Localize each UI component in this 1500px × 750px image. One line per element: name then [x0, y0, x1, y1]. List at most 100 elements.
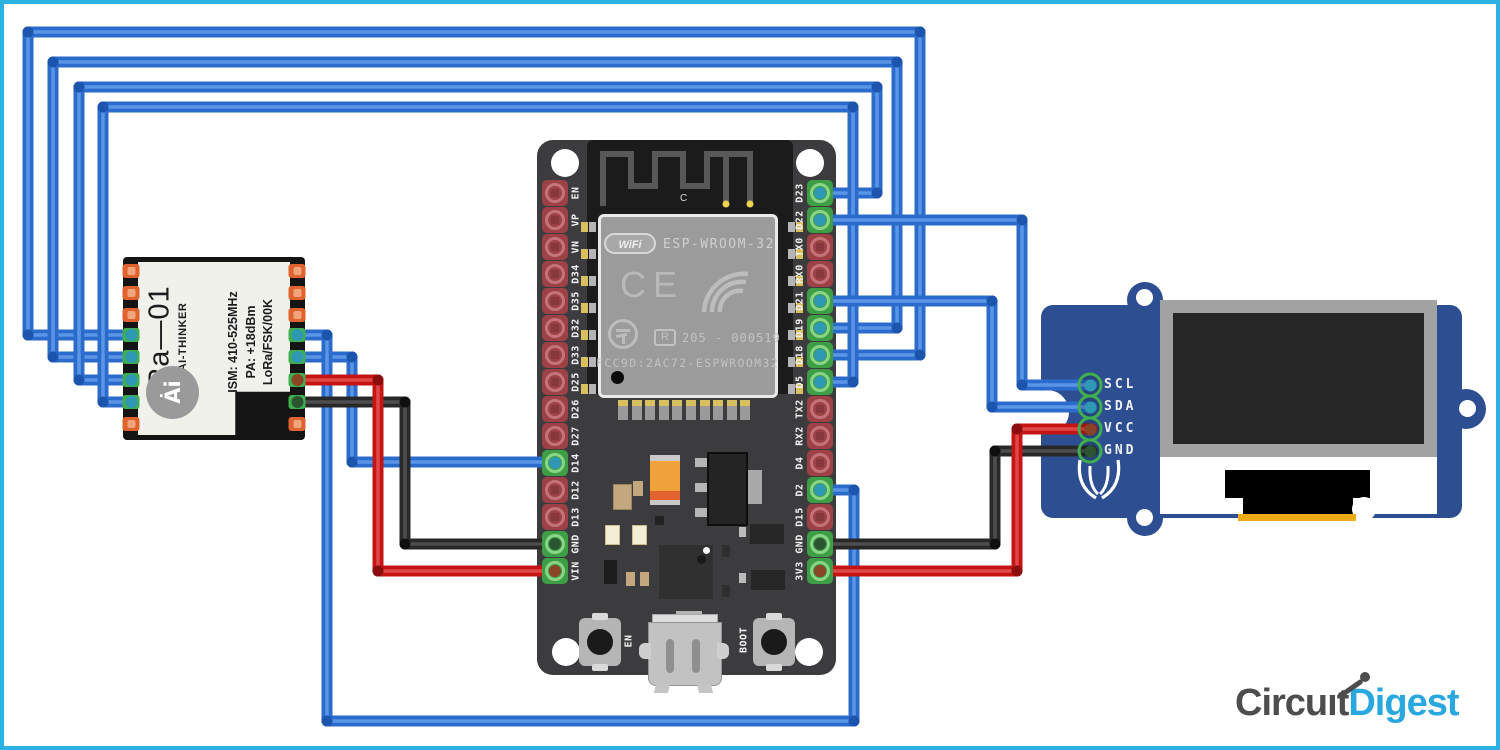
logo-pin-ball-icon: [1360, 672, 1370, 682]
esp32-pin-D14-left[interactable]: [542, 450, 568, 476]
capacitor: [613, 484, 632, 510]
esp32-pin-D19-right[interactable]: [807, 315, 833, 341]
esp32-pin-label-D21: D21: [794, 291, 806, 311]
esp32-pin-label-D18: D18: [794, 345, 806, 365]
lora-spec-pa: PA: +18dBm: [244, 305, 258, 379]
esp32-pin-D2-right[interactable]: [807, 477, 833, 503]
esp32-pin-VN-left[interactable]: [542, 234, 568, 260]
oled-pin-label-VCC: VCC: [1104, 421, 1137, 436]
shield-pin1-dot: [611, 371, 624, 384]
esp32-pin-VIN-left[interactable]: [542, 558, 568, 584]
lora-right-pad-3[interactable]: [288, 308, 306, 322]
lora-right-pad-7[interactable]: [288, 395, 306, 409]
esp32-pin-D5-right[interactable]: [807, 369, 833, 395]
wire-lora-right-pad-3-to-esp32-VIN[interactable]: [291, 374, 561, 577]
lora-left-pad-3[interactable]: [122, 308, 140, 322]
giteki-mark-icon: [608, 319, 638, 349]
esp32-pin-GND-right[interactable]: [807, 531, 833, 557]
lora-left-pad-1[interactable]: [122, 264, 140, 278]
cert-number-label: 205 - 000519: [682, 331, 781, 345]
esp32-pin-D21-right[interactable]: [807, 288, 833, 314]
module-pad: [581, 303, 588, 313]
esp32-pin-TX2-right[interactable]: [807, 396, 833, 422]
boot-button[interactable]: [753, 613, 795, 671]
esp32-pin-label-D13: D13: [570, 507, 582, 527]
esp32-pin-D33-left[interactable]: [542, 342, 568, 368]
resistor: [640, 572, 649, 586]
esp32-pin-label-D19: D19: [794, 318, 806, 338]
oled-pin-GND[interactable]: [1077, 438, 1103, 464]
esp32-pin-RX2-right[interactable]: [807, 423, 833, 449]
esp32-pin-D27-left[interactable]: [542, 423, 568, 449]
module-pad: [581, 384, 588, 394]
logo-circuit-pre: Circu: [1235, 682, 1328, 724]
esp32-pin-label-D32: D32: [570, 318, 582, 338]
espressif-logo-icon: [701, 271, 749, 313]
esp32-pin-label-D25: D25: [570, 372, 582, 392]
esp32-pin-D18-right[interactable]: [807, 342, 833, 368]
esp32-pin-D32-left[interactable]: [542, 315, 568, 341]
esp32-pin-label-D4: D4: [794, 456, 806, 470]
lora-right-pad-1[interactable]: [288, 264, 306, 278]
lora-left-pad-5[interactable]: [122, 350, 140, 364]
lora-left-pad-8[interactable]: [122, 417, 140, 431]
castellation-pad: [699, 400, 710, 420]
en-button[interactable]: [579, 613, 621, 671]
esp32-mount-hole: [795, 638, 823, 666]
esp32-pin-label-EN: EN: [570, 186, 582, 200]
ce-mark-label: CE: [620, 264, 685, 305]
esp32-pin-label-TX0: TX0: [794, 237, 806, 257]
esp32-pin-label-RX2: RX2: [794, 426, 806, 446]
lora-left-pad-6[interactable]: [122, 373, 140, 387]
usb-ear: [639, 643, 651, 659]
lora-right-pad-2[interactable]: [288, 286, 306, 300]
oled-display-screen: [1173, 313, 1424, 444]
lora-right-pad-4[interactable]: [288, 328, 306, 342]
oled-pin-label-SCL: SCL: [1104, 377, 1137, 392]
lora-spec-ism: ISM: 410-525MHz: [226, 291, 240, 393]
esp32-pin-D13-left[interactable]: [542, 504, 568, 530]
module-pad: [589, 249, 596, 259]
esp32-pin-RX0-right[interactable]: [807, 261, 833, 287]
lora-left-pad-4[interactable]: [122, 328, 140, 342]
lora-left-pad-2[interactable]: [122, 286, 140, 300]
esp32-pin-D34-left[interactable]: [542, 261, 568, 287]
esp32-pin-GND-left[interactable]: [542, 531, 568, 557]
esp32-pin-D22-right[interactable]: [807, 207, 833, 233]
circuitdigest-watermark: CircuıtDigest: [1235, 682, 1460, 725]
esp32-pin-D35-left[interactable]: [542, 288, 568, 314]
lora-right-pad-5[interactable]: [288, 350, 306, 364]
wire-lora-right-pad-2-to-esp32-D14[interactable]: [291, 351, 561, 468]
module-pad: [589, 276, 596, 286]
oled-mount-hole: [1136, 509, 1153, 526]
en-button-cap[interactable]: [587, 629, 613, 655]
esp32-pin-label-D5: D5: [794, 375, 806, 389]
esp32-mount-hole: [796, 149, 824, 177]
esp32-pin-D12-left[interactable]: [542, 477, 568, 503]
esp32-pin-D25-left[interactable]: [542, 369, 568, 395]
boot-button-cap[interactable]: [761, 629, 787, 655]
oled-flex-cable: [1243, 498, 1353, 516]
lora-right-pad-6[interactable]: [288, 373, 306, 387]
lora-right-pad-8[interactable]: [288, 417, 306, 431]
esp32-pin-D15-right[interactable]: [807, 504, 833, 530]
esp32-pin-D26-left[interactable]: [542, 396, 568, 422]
castellation-pad: [645, 400, 656, 420]
esp32-pin-3V3-right[interactable]: [807, 558, 833, 584]
wifi-logo-icon: WiFi: [604, 233, 656, 254]
esp32-pin-label-TX2: TX2: [794, 399, 806, 419]
esp32-pin-D4-right[interactable]: [807, 450, 833, 476]
castellation-pad: [672, 400, 683, 420]
esp32-pin-D23-right[interactable]: [807, 180, 833, 206]
esp-module-name-label: ESP-WROOM-32: [663, 237, 775, 252]
lora-left-pad-7[interactable]: [122, 395, 140, 409]
esp32-pin-TX0-right[interactable]: [807, 234, 833, 260]
esp32-pin-EN-left[interactable]: [542, 180, 568, 206]
antenna-trace-icon: [600, 151, 754, 208]
r-cert-icon: R: [654, 329, 676, 346]
esp32-pin-VP-left[interactable]: [542, 207, 568, 233]
micro-usb-connector[interactable]: [648, 622, 722, 686]
usb-leg: [653, 684, 671, 693]
module-pad: [589, 303, 596, 313]
wire-lora-right-pad-4-to-esp32-GND-left[interactable]: [291, 396, 561, 550]
